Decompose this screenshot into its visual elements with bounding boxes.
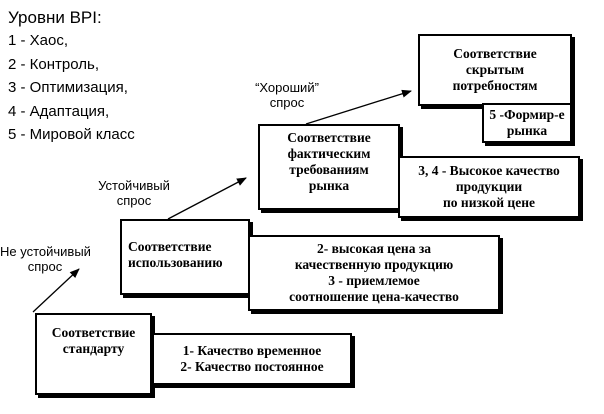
level-box-hidden-needs: Соответствие скрытым потребностям: [418, 34, 572, 106]
note-box-quality: 1- Качество временное 2- Качество постоя…: [152, 333, 352, 385]
level-box-usage: Соответствие использованию: [120, 219, 250, 295]
arrow-to-usage: [32, 268, 80, 313]
note-box-price-quality: 2- высокая цена за качественную продукци…: [248, 235, 500, 311]
note-box-market-forming: 5 -Формир-е рынка: [482, 103, 572, 143]
arrow-to-market: [167, 177, 247, 220]
arrow-to-hidden: [305, 89, 412, 125]
legend-item-control: 2 - Контроль,: [8, 55, 99, 73]
label-good-demand: “Хороший” спрос: [255, 80, 319, 110]
label-stable-demand: Устойчивый спрос: [98, 178, 170, 208]
level-box-standard: Соответствие стандарту: [35, 313, 152, 395]
legend-item-optimization: 3 - Оптимизация,: [8, 79, 128, 97]
note-box-high-quality-low-price: 3, 4 - Высокое качество продукции по низ…: [398, 156, 580, 218]
legend-title: Уровни BPI:: [8, 8, 102, 27]
bpi-levels-legend: Уровни BPI: 1 - Хаос, 2 - Контроль, 3 - …: [8, 6, 135, 147]
label-unstable-demand: Не устойчивый спрос: [0, 244, 91, 274]
legend-item-adaptation: 4 - Адаптация,: [8, 102, 110, 120]
legend-item-chaos: 1 - Хаос,: [8, 32, 69, 49]
level-box-market: Соответствие фактическим требованиям рын…: [258, 124, 400, 210]
legend-item-world-class: 5 - Мировой класс: [8, 126, 135, 144]
